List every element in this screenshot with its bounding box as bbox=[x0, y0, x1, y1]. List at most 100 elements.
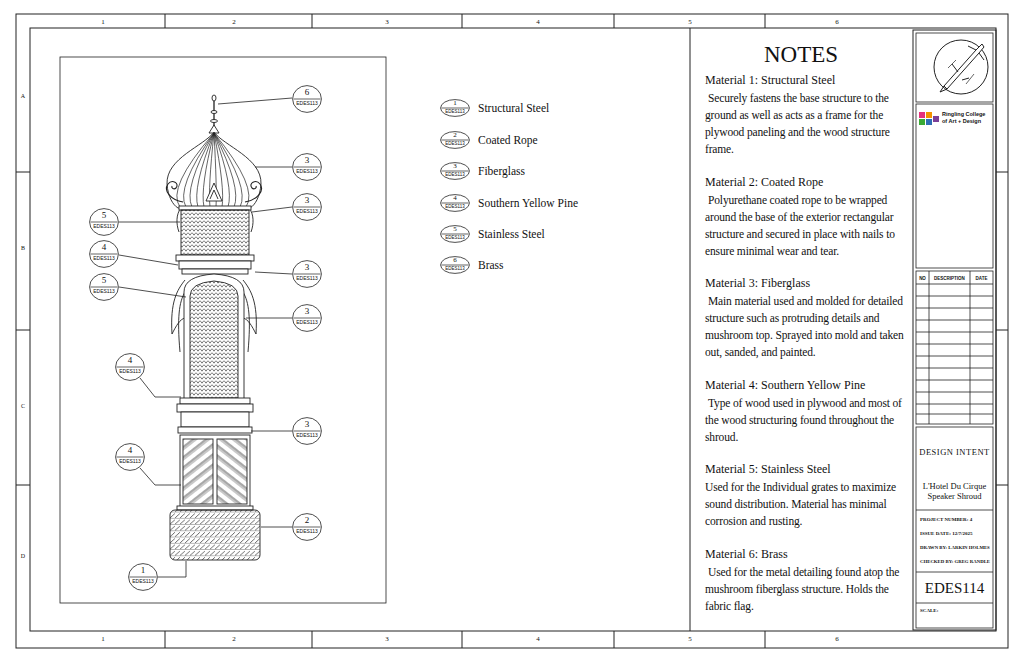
sheet-reference: EDES113 bbox=[440, 172, 470, 178]
callout-bubble: 3EDES113 bbox=[292, 260, 322, 288]
sheet-reference: EDES113 bbox=[440, 141, 470, 147]
callout-divider bbox=[442, 265, 469, 266]
callout-number: 4 bbox=[89, 241, 119, 254]
callout-divider bbox=[294, 99, 321, 100]
callout-divider bbox=[442, 171, 469, 172]
grid-number: 3 bbox=[377, 17, 397, 27]
table-header: NO bbox=[917, 275, 929, 282]
note-body: Securely fastens the base structure to t… bbox=[705, 90, 912, 158]
grid-number: 2 bbox=[224, 634, 244, 644]
callout-number: 5 bbox=[89, 274, 119, 287]
callout-divider bbox=[294, 431, 321, 432]
sheet-reference: EDES113 bbox=[440, 109, 470, 115]
callout-number: 1 bbox=[440, 99, 470, 108]
callout-number: 6 bbox=[292, 86, 322, 99]
callout-ellipse bbox=[441, 100, 470, 117]
callout-number: 6 bbox=[440, 256, 470, 265]
title-block-field: CHECKED BY: GREG RANDLE bbox=[920, 558, 992, 566]
callout-number: 2 bbox=[292, 514, 322, 527]
callout-number: 3 bbox=[292, 154, 322, 167]
callout-divider bbox=[294, 167, 321, 168]
callout-ellipse bbox=[441, 257, 470, 274]
legend-callout: 5EDES113Stainless Steel bbox=[440, 225, 470, 243]
callout-number: 3 bbox=[292, 194, 322, 207]
grid-number: 3 bbox=[377, 634, 397, 644]
note-body: Main material used and molded for detail… bbox=[705, 293, 912, 361]
callout-ellipse bbox=[90, 241, 119, 268]
sheet-reference: EDES113 bbox=[292, 168, 322, 175]
callout-divider bbox=[117, 457, 144, 458]
callout-divider bbox=[442, 140, 469, 141]
grid-number: 2 bbox=[224, 17, 244, 27]
callout-divider bbox=[130, 577, 157, 578]
callout-ellipse bbox=[293, 418, 322, 445]
grid-number: 6 bbox=[827, 17, 847, 27]
callout-ellipse bbox=[90, 274, 119, 301]
callout-bubble: 4EDES113 bbox=[89, 240, 119, 268]
callout-bubble: 3EDES113 bbox=[292, 304, 322, 332]
callout-ellipse bbox=[441, 132, 470, 149]
note-body: Polyurethane coated rope to be wrapped a… bbox=[705, 192, 912, 260]
material-name: Southern Yellow Pine bbox=[478, 195, 578, 211]
callout-bubble: 4EDES113 bbox=[115, 353, 145, 381]
callout-divider bbox=[294, 527, 321, 528]
sheet-reference: EDES113 bbox=[440, 204, 470, 210]
callout-ellipse bbox=[293, 154, 322, 181]
sheet-reference: EDES113 bbox=[292, 528, 322, 535]
grid-letter: B bbox=[17, 244, 29, 253]
callout-number: 4 bbox=[115, 354, 145, 367]
legend-callout: 6EDES113Brass bbox=[440, 256, 470, 274]
grid-letter: C bbox=[17, 402, 29, 411]
callout-divider bbox=[91, 222, 118, 223]
callout-ellipse bbox=[293, 86, 322, 113]
sheet-reference: EDES113 bbox=[89, 223, 119, 230]
callout-bubble: 2EDES113 bbox=[292, 513, 322, 541]
callout-divider bbox=[442, 108, 469, 109]
grid-number: 1 bbox=[93, 634, 113, 644]
note-heading: Material 2: Coated Rope bbox=[705, 175, 912, 189]
design-intent: DESIGN INTENT bbox=[917, 446, 993, 458]
title-block-field: PROJECT NUMBER: 4 bbox=[920, 516, 992, 524]
callout-bubble: 5EDES113 bbox=[89, 208, 119, 236]
sheet-reference: EDES113 bbox=[128, 578, 158, 585]
material-name: Fiberglass bbox=[478, 163, 525, 179]
callout-number: 4 bbox=[115, 444, 145, 457]
legend-callout: 1EDES113Structural Steel bbox=[440, 99, 470, 117]
notes-title: NOTES bbox=[726, 41, 876, 69]
sheet-reference: EDES113 bbox=[440, 235, 470, 241]
callout-bubble: 3EDES113 bbox=[292, 153, 322, 181]
callout-bubble: 3EDES113 bbox=[292, 417, 322, 445]
callout-number: 3 bbox=[292, 305, 322, 318]
callout-ellipse bbox=[129, 564, 158, 591]
callout-ellipse bbox=[441, 226, 470, 243]
callout-divider bbox=[294, 207, 321, 208]
sheet-reference: EDES113 bbox=[89, 255, 119, 262]
sheet-reference: EDES113 bbox=[292, 432, 322, 439]
project-title: L'Hotel Du Cirque Speaker Shroud bbox=[918, 481, 992, 501]
sheet-reference: EDES113 bbox=[292, 208, 322, 215]
school-name: Ringling College of Art + Design bbox=[942, 111, 992, 125]
note-heading: Material 1: Structural Steel bbox=[705, 73, 912, 87]
callout-bubble: 4EDES113 bbox=[115, 443, 145, 471]
callout-bubble: 5EDES113 bbox=[89, 273, 119, 301]
callout-divider bbox=[294, 318, 321, 319]
callout-divider bbox=[91, 254, 118, 255]
callout-divider bbox=[117, 367, 144, 368]
material-name: Brass bbox=[478, 257, 504, 273]
sheet-reference: EDES113 bbox=[115, 458, 145, 465]
sheet-reference: EDES113 bbox=[292, 275, 322, 282]
grid-number: 4 bbox=[528, 17, 548, 27]
grid-number: 1 bbox=[93, 17, 113, 27]
grid-number: 4 bbox=[528, 634, 548, 644]
note-heading: Material 5: Stainless Steel bbox=[705, 462, 912, 476]
legend-callout: 3EDES113Fiberglass bbox=[440, 162, 470, 180]
grid-letter: A bbox=[17, 92, 29, 101]
grid-number: 5 bbox=[680, 634, 700, 644]
sheet-reference: EDES113 bbox=[440, 266, 470, 272]
note-body: Used for the metal detailing found atop … bbox=[705, 564, 912, 615]
callout-bubble: 3EDES113 bbox=[292, 193, 322, 221]
callout-number: 3 bbox=[292, 418, 322, 431]
note-body: Type of wood used in plywood and most of… bbox=[705, 395, 912, 446]
note-heading: Material 6: Brass bbox=[705, 547, 912, 561]
